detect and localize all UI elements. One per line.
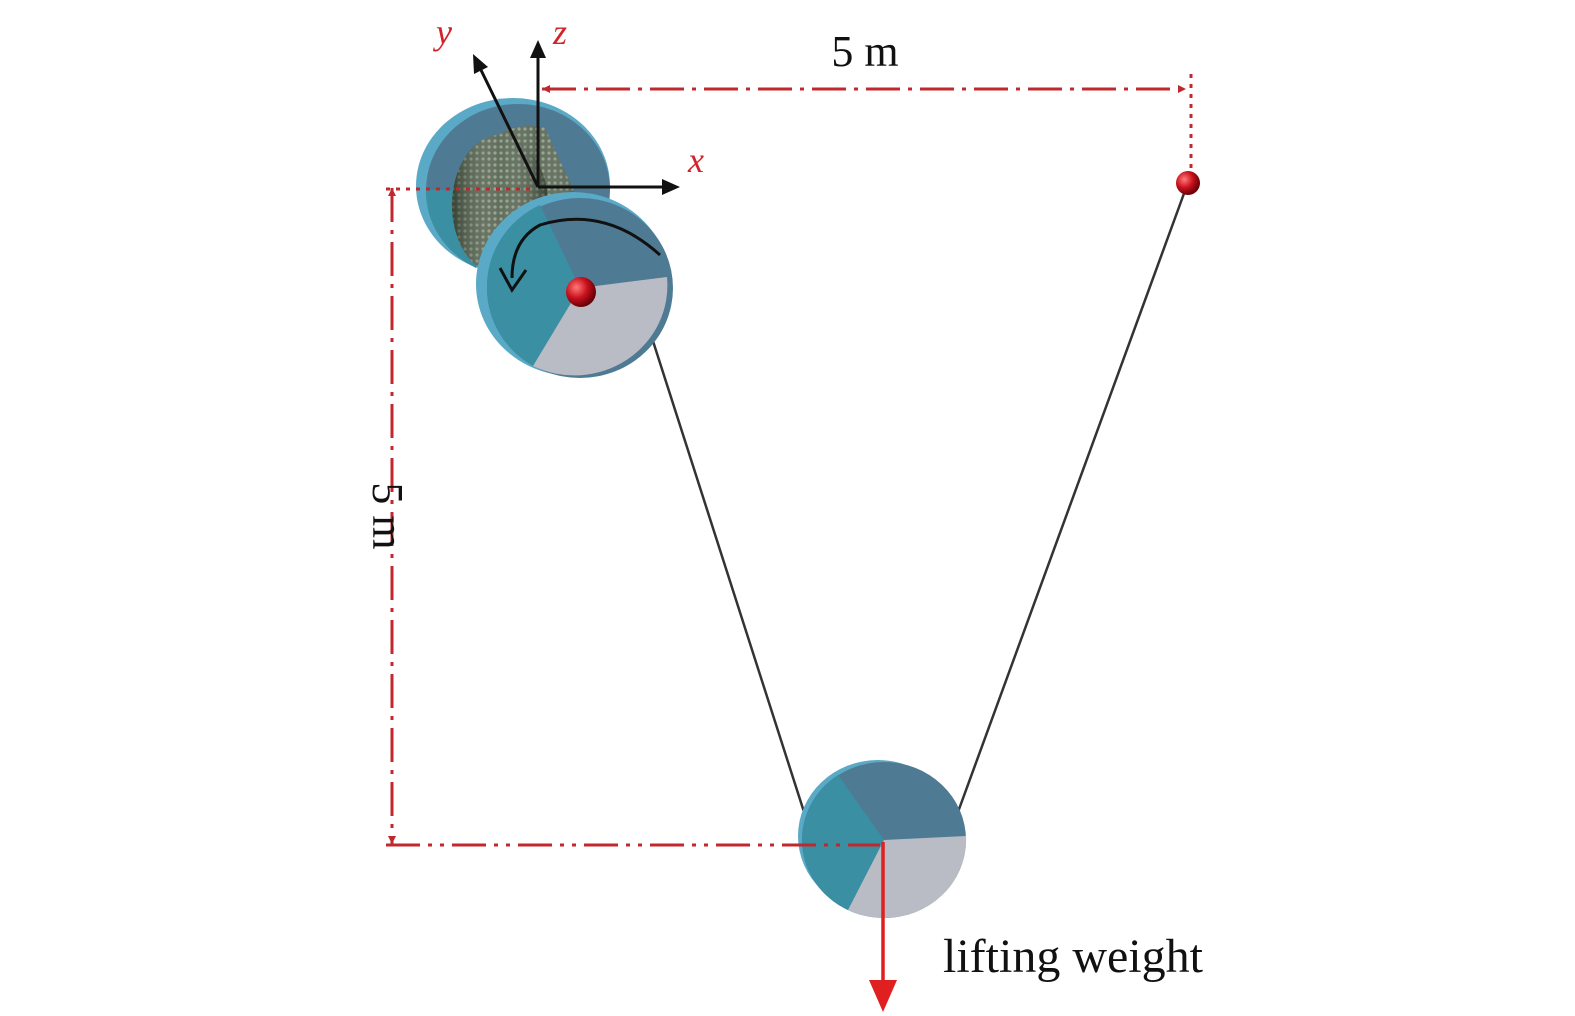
- rope-drum-to-pulley: [650, 337, 807, 816]
- x-axis-label: x: [687, 140, 704, 180]
- rope-pulley-to-anchor: [956, 187, 1188, 813]
- drum-center-ball: [566, 277, 596, 307]
- rotation-arrow-icon: [510, 217, 662, 279]
- rope-lines: [650, 187, 1188, 816]
- z-axis-arrowhead-icon: [530, 40, 546, 58]
- horizontal-dimension-label: 5 m: [831, 27, 898, 76]
- x-axis-arrowhead-icon: [662, 179, 680, 195]
- winch-drum: [416, 98, 673, 378]
- dimension-lines: 5 m 5 m: [363, 27, 1193, 847]
- anchor-point-ball: [1176, 171, 1200, 195]
- y-axis-label: y: [433, 12, 452, 52]
- z-axis-label: z: [552, 12, 567, 52]
- y-axis-arrow: [478, 67, 540, 188]
- lifting-weight-arrow: [869, 842, 897, 1012]
- lifting-weight-label: lifting weight: [943, 930, 1204, 983]
- y-axis-arrowhead-icon: [473, 54, 488, 74]
- coordinate-axes: x y z: [433, 12, 704, 195]
- vertical-dimension-label: 5 m: [363, 482, 412, 549]
- movable-pulley: [798, 760, 967, 918]
- load-arrowhead-icon: [869, 980, 897, 1012]
- rotation-arrowhead-icon: [498, 267, 528, 293]
